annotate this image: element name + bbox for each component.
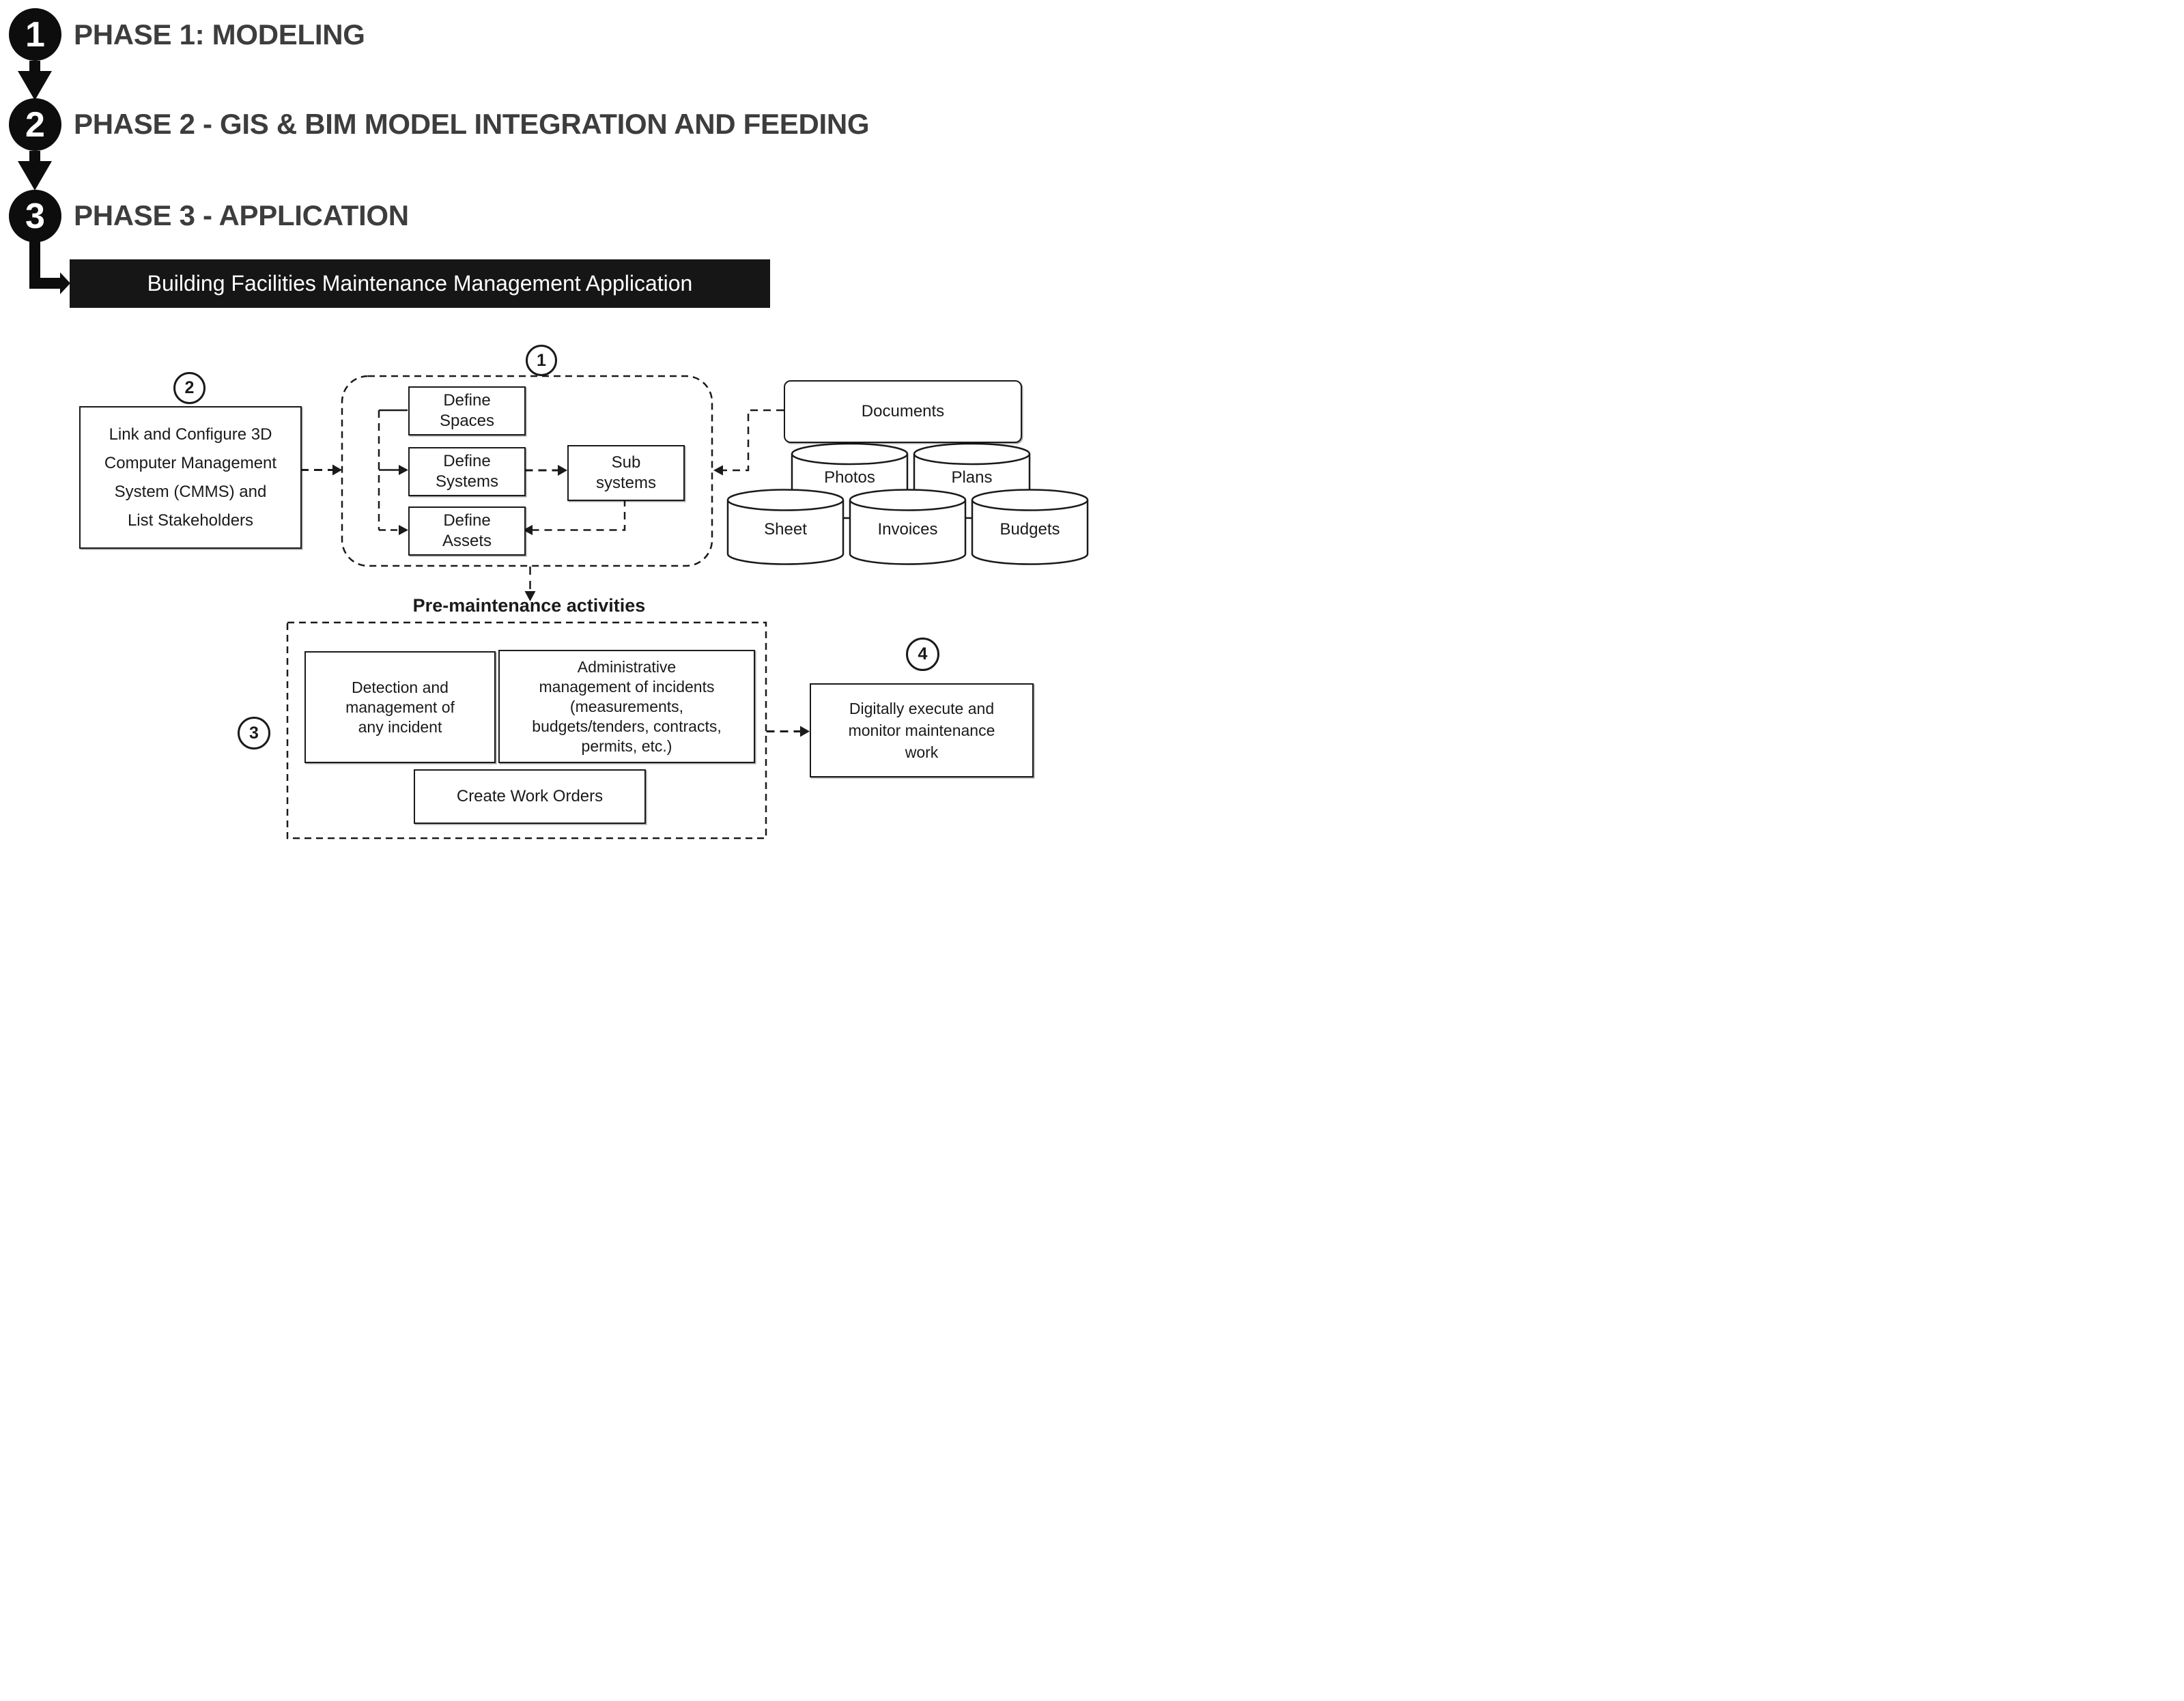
sheet-cylinder [726, 489, 845, 565]
budgets-cylinder [971, 489, 1089, 565]
plans-label: Plans [951, 468, 993, 487]
incident-detection-box: Detection and management of any incident [304, 651, 496, 763]
arrowhead-right-icon [800, 726, 810, 737]
phase-badge-2: 2 [9, 98, 61, 151]
sheet-label: Sheet [764, 520, 807, 539]
arrowhead-left-icon [523, 525, 533, 535]
define-spaces-box: Define Spaces [408, 386, 526, 435]
arrowhead-right-icon [399, 525, 408, 535]
step-badge-1: 1 [526, 345, 557, 376]
connector-subsystems-to-assets [533, 499, 626, 531]
step1-dashed-container [341, 375, 713, 567]
arrowhead-down-icon [524, 591, 536, 601]
cmms-config-box: Link and Configure 3D Computer Managemen… [79, 406, 302, 549]
documents-box: Documents [784, 380, 1022, 443]
invoices-cylinder [849, 489, 967, 565]
elbow-arrow-right-icon [29, 239, 70, 294]
arrowhead-right-icon [399, 465, 408, 475]
phase-title-2: PHASE 2 - GIS & BIM MODEL INTEGRATION AN… [74, 108, 870, 140]
invoices-label: Invoices [877, 520, 938, 539]
create-work-orders-box: Create Work Orders [414, 769, 646, 824]
phase-badge-3: 3 [9, 190, 61, 242]
execute-monitor-box: Digitally execute and monitor maintenanc… [810, 683, 1034, 777]
diagram-connectors-layer [18, 61, 1089, 840]
premaintenance-title: Pre-maintenance activities [412, 595, 646, 616]
sub-systems-box: Sub systems [567, 445, 685, 501]
step-badge-4: 4 [906, 638, 939, 671]
define-assets-box: Define Assets [408, 506, 526, 556]
arrowhead-left-icon [713, 465, 723, 476]
budgets-label: Budgets [999, 520, 1060, 539]
define-systems-box: Define Systems [408, 447, 526, 496]
phase-title-3: PHASE 3 - APPLICATION [74, 199, 409, 231]
phase-badge-1: 1 [9, 8, 61, 61]
arrow-down-icon [18, 151, 52, 190]
phase-title-1: PHASE 1: MODELING [74, 18, 365, 51]
application-banner: Building Facilities Maintenance Manageme… [70, 259, 770, 308]
step-badge-3: 3 [238, 717, 270, 749]
arrowhead-right-icon [332, 464, 342, 476]
admin-management-box: Administrative management of incidents (… [498, 650, 755, 763]
connector-documents-to-step1 [723, 409, 784, 472]
arrow-down-icon [18, 61, 52, 100]
arrowhead-right-icon [558, 465, 567, 476]
photos-label: Photos [824, 468, 875, 487]
bim-fm-workflow-diagram: 1 2 3 PHASE 1: MODELING PHASE 2 - GIS & … [0, 0, 1092, 850]
premaintenance-dashed-container [286, 621, 767, 840]
step-badge-2: 2 [173, 372, 205, 404]
